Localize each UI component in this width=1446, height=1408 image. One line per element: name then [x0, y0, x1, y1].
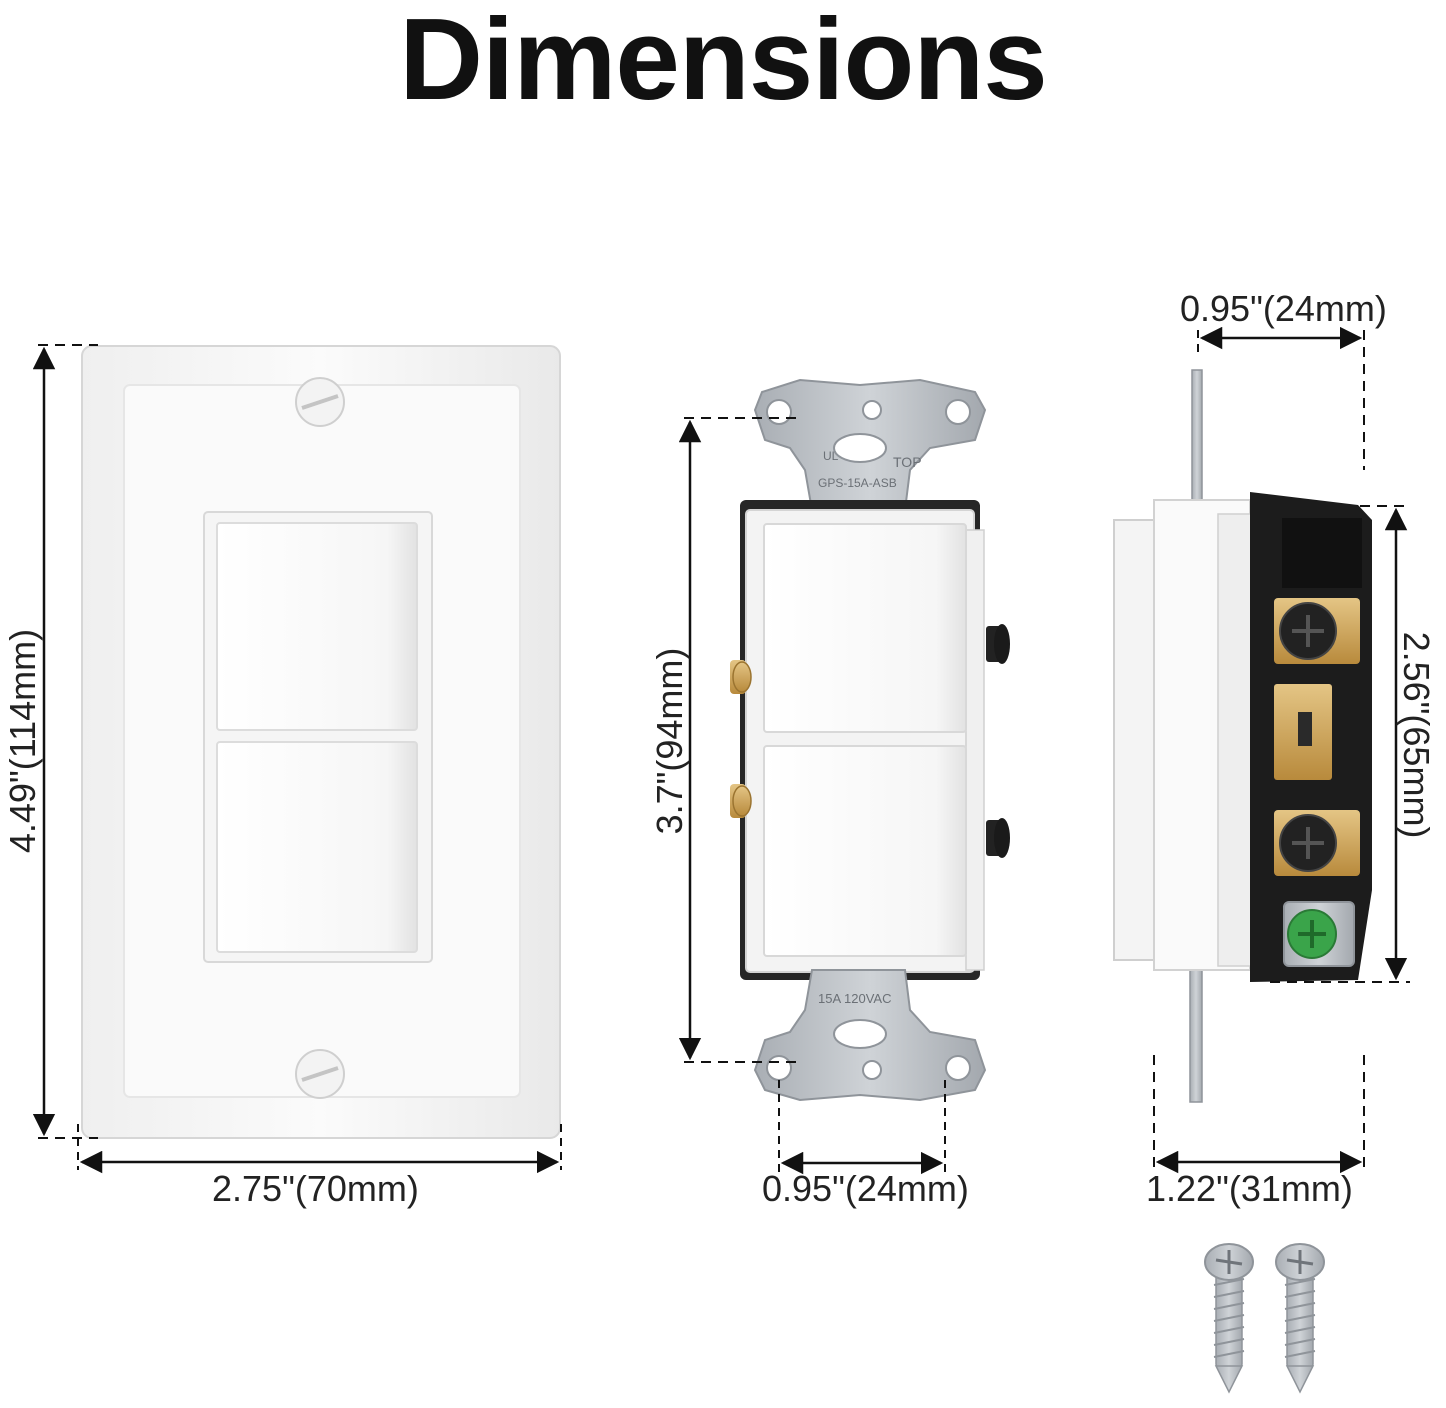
page-title: Dimensions	[399, 0, 1047, 124]
switch-side-top-dimension	[1197, 326, 1365, 470]
switch-side-depth-dimension	[1153, 1055, 1365, 1174]
switch-front-height-dimension	[678, 417, 800, 1063]
wallplate-rocker-bottom	[216, 741, 418, 953]
wallplate-bottom-screw	[295, 1049, 345, 1099]
strap-bottom-text: 15A 120VAC	[818, 991, 891, 1006]
side-brass-middle	[1274, 684, 1332, 780]
switch-front-hole-spacing-label: 0.95"(24mm)	[762, 1168, 969, 1209]
switch-front-height-label: 3.7"(94mm)	[649, 647, 690, 835]
wallplate-width-dimension	[77, 1124, 562, 1174]
switch-side-top-label: 0.95"(24mm)	[1180, 288, 1387, 329]
black-screw-top	[986, 624, 1010, 664]
switch-rocker-top	[763, 523, 967, 733]
side-strap-bottom	[1189, 959, 1203, 1103]
mounting-screw-left	[1204, 1243, 1254, 1394]
switch-side-depth-label: 1.22"(31mm)	[1146, 1168, 1353, 1209]
wallplate-height-label: 4.49"(114mm)	[2, 628, 43, 854]
switch-front: UL TOP GPS-15A-ASB	[730, 378, 1010, 1102]
side-strap-top	[1191, 369, 1203, 521]
side-brass-terminal-top	[1274, 598, 1360, 664]
wallplate-width-label: 2.75"(70mm)	[212, 1168, 419, 1209]
ul-mark: UL	[823, 449, 839, 463]
brass-terminal-bottom	[730, 784, 752, 818]
side-brass-terminal-bottom	[1274, 810, 1360, 876]
wallplate-top-screw	[295, 377, 345, 427]
strap-top-mark: TOP	[893, 454, 922, 470]
side-ground-screw	[1283, 901, 1355, 967]
wallplate-height-dimension	[32, 344, 98, 1139]
strap-top-text: GPS-15A-ASB	[818, 476, 897, 490]
switch-side	[1113, 369, 1372, 1103]
brass-terminal-top	[730, 660, 752, 694]
wallplate-rocker-top	[216, 522, 418, 731]
switch-side-height-label: 2.56"(65mm)	[1396, 631, 1437, 839]
switch-rocker-bottom	[763, 745, 967, 957]
switch-front-hole-spacing-dimension	[778, 1080, 946, 1178]
switch-side-height-dimension	[1270, 505, 1410, 983]
black-screw-bottom	[986, 818, 1010, 858]
wallplate	[81, 345, 561, 1139]
mounting-screw-right	[1275, 1243, 1325, 1394]
